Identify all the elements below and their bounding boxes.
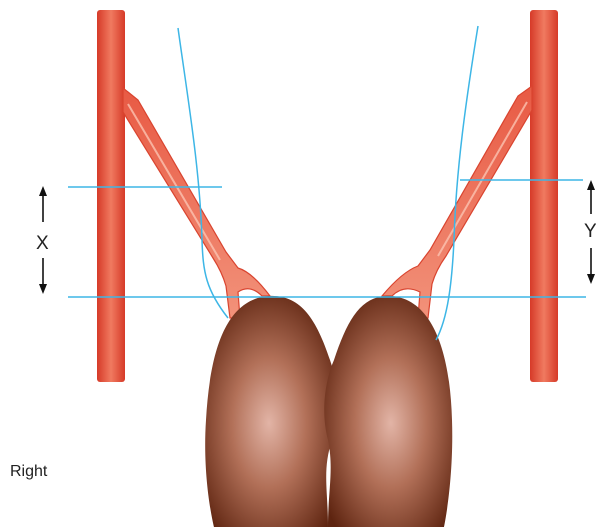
organ-left-lobe <box>205 296 338 527</box>
left-branch-vessel <box>123 88 270 318</box>
right-vertical-vessel <box>530 10 558 382</box>
left-curved-reference-line <box>178 28 228 318</box>
right-branch-vessel <box>382 86 532 318</box>
measurement-x: X <box>36 186 49 294</box>
left-vertical-vessel <box>97 10 125 382</box>
measurement-y: Y <box>584 180 596 284</box>
side-label: Right <box>10 463 48 480</box>
measure-label-y: Y <box>584 221 596 242</box>
measure-label-x: X <box>36 233 49 254</box>
organ-right-lobe <box>324 296 452 527</box>
organ <box>205 296 452 527</box>
